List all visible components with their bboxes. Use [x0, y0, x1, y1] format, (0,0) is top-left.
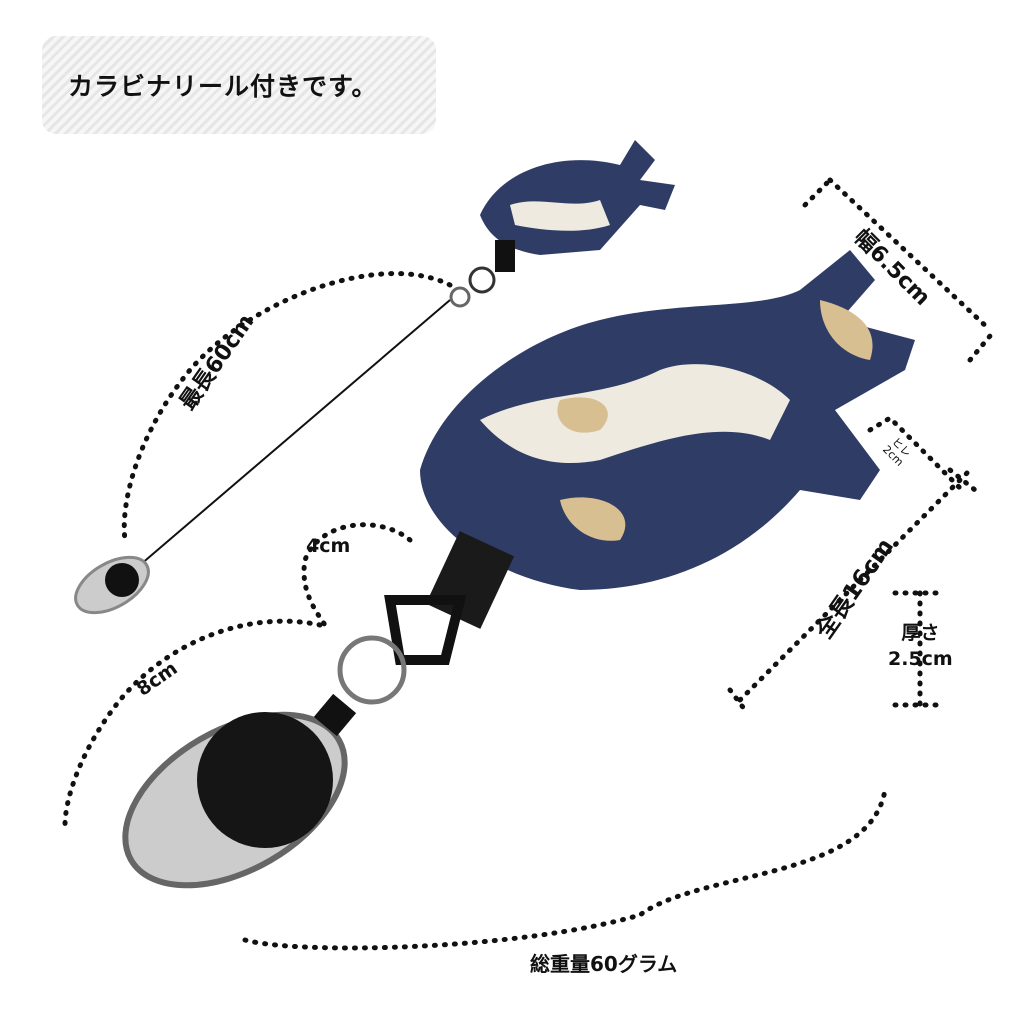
banner-text: カラビナリール付きです。: [68, 72, 378, 101]
thickness-title: 厚さ: [901, 622, 940, 644]
dimension-dots: [62, 177, 998, 951]
thickness-value: 2.5cm: [888, 648, 953, 670]
thickness-label: 厚さ 2.5cm: [888, 620, 953, 672]
strap-label: 4cm: [306, 535, 351, 557]
feature-banner: カラビナリール付きです。: [42, 36, 436, 134]
weight-label: 総重量60グラム: [530, 952, 678, 976]
